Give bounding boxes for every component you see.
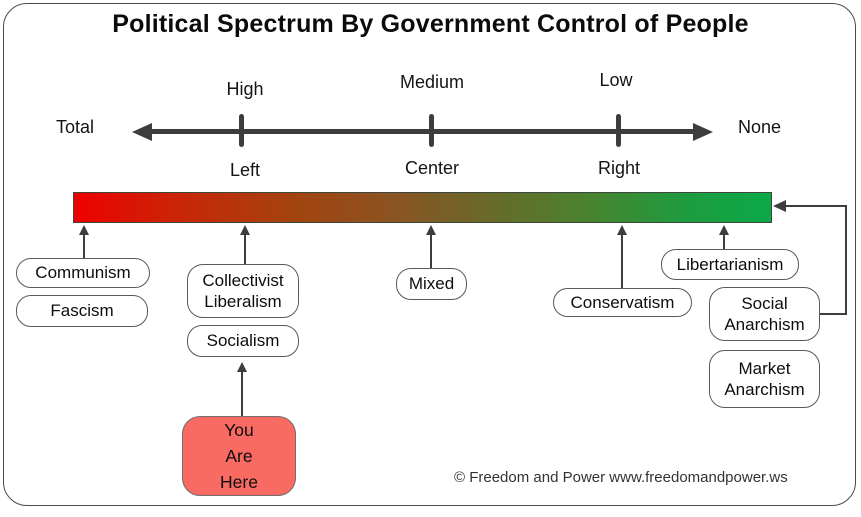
tick-mark-high: [238, 114, 244, 147]
libertarianism-arrowhead-icon: [719, 225, 729, 235]
tick-label-center: Center: [404, 158, 460, 178]
you-are-here-arrowhead-icon: [237, 362, 247, 372]
page-title: Political Spectrum By Government Control…: [112, 10, 749, 38]
axis-arrowhead-left-icon: [132, 123, 152, 141]
conservatism-label: Conservatism: [570, 292, 675, 312]
communism-arrowhead-icon: [79, 225, 89, 235]
collectivist-liberalism-connector-line: [244, 234, 246, 265]
ideology-box-fascism: Fascism: [16, 295, 148, 327]
tick-label-right: Right: [597, 158, 641, 178]
communism-label: Communism: [35, 263, 131, 283]
ideology-box-socialism: Socialism: [187, 325, 299, 357]
tick-label-high: High: [226, 79, 264, 99]
social-anarchism-arrowhead-icon: [773, 199, 786, 212]
mixed-connector-line: [430, 234, 432, 268]
axis-arrowhead-right-icon: [693, 123, 713, 141]
tick-label-medium: Medium: [399, 72, 465, 92]
ideology-box-communism: Communism: [16, 258, 150, 288]
conservatism-connector-line: [621, 234, 623, 288]
social-anarchism-label: Social Anarchism: [724, 293, 805, 334]
ideology-box-social-anarchism: Social Anarchism: [709, 287, 820, 341]
collectivist-liberalism-arrowhead-icon: [240, 225, 250, 235]
diagram-frame: [3, 3, 856, 506]
ideology-box-conservatism: Conservatism: [553, 288, 692, 317]
axis-label-total: Total: [56, 117, 95, 137]
mixed-arrowhead-icon: [426, 225, 436, 235]
mixed-label: Mixed: [408, 274, 455, 294]
tick-label-low: Low: [599, 70, 633, 90]
collectivist-liberalism-label: Collectivist Liberalism: [202, 270, 284, 311]
you-are-here-connector-line: [241, 371, 243, 416]
fascism-label: Fascism: [50, 301, 114, 321]
axis-line: [150, 129, 695, 134]
tick-mark-low: [615, 114, 621, 147]
tick-label-left: Left: [229, 160, 261, 180]
ideology-box-libertarianism: Libertarianism: [661, 249, 799, 280]
axis-label-none: None: [738, 117, 782, 137]
ideology-box-collectivist-liberalism: Collectivist Liberalism: [187, 264, 299, 318]
libertarianism-label: Libertarianism: [676, 254, 784, 274]
copyright-text: © Freedom and Power www.freedomandpower.…: [454, 469, 788, 486]
socialism-label: Socialism: [206, 331, 280, 351]
conservatism-arrowhead-icon: [617, 225, 627, 235]
you-are-here-box: You Are Here: [182, 416, 296, 496]
communism-connector-line: [83, 234, 85, 258]
tick-mark-medium: [428, 114, 434, 147]
social-anarchism-connector-side: [845, 205, 847, 315]
ideology-box-market-anarchism: Market Anarchism: [709, 350, 820, 408]
you-are-here-label: You Are Here: [220, 419, 258, 493]
libertarianism-connector-line: [723, 234, 725, 250]
ideology-box-mixed: Mixed: [396, 268, 467, 300]
social-anarchism-connector-bottom: [820, 313, 847, 315]
spectrum-gradient-bar: [73, 192, 772, 223]
social-anarchism-connector-top: [785, 205, 846, 207]
market-anarchism-label: Market Anarchism: [724, 358, 805, 399]
